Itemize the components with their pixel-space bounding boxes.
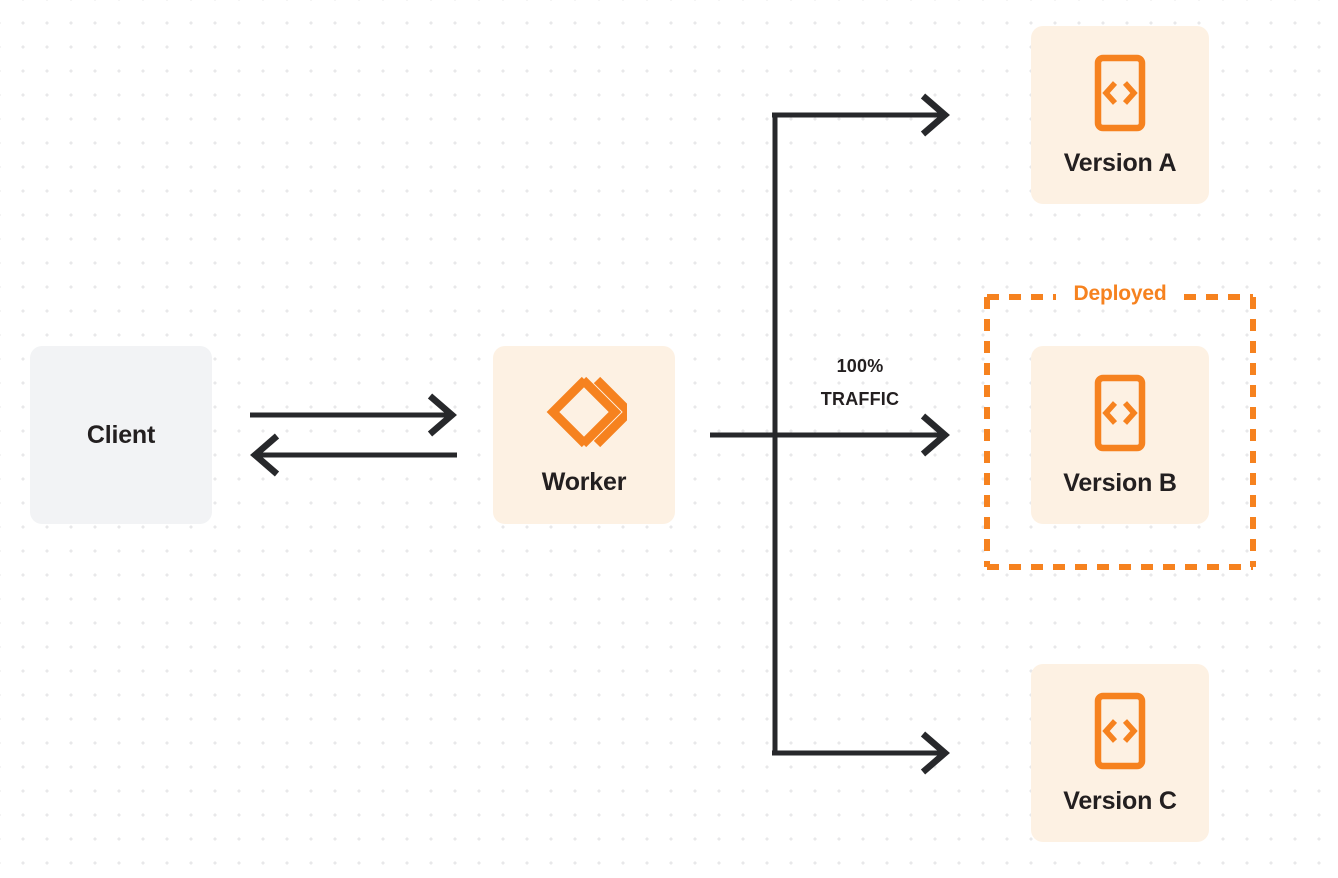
traffic-word: TRAFFIC [820, 389, 900, 410]
node-client[interactable]: Client [30, 346, 212, 524]
code-document-icon [1089, 53, 1151, 133]
edge-client-to-worker [250, 393, 457, 437]
worker-label: Worker [541, 467, 627, 496]
code-document-icon [1089, 691, 1151, 771]
client-label: Client [86, 420, 156, 449]
version-a-label: Version A [1063, 148, 1177, 177]
version-b-label: Version B [1063, 468, 1177, 497]
edge-worker-to-client [250, 433, 457, 477]
node-version-a[interactable]: Version A [1031, 26, 1209, 204]
node-version-c[interactable]: Version C [1031, 664, 1209, 842]
edge-worker-to-versions-trunk [710, 413, 950, 457]
node-version-b[interactable]: Version B [1031, 346, 1209, 524]
edge-trunk-to-version-a [772, 93, 950, 137]
version-c-label: Version C [1063, 786, 1177, 815]
traffic-percent: 100% [836, 356, 884, 376]
node-worker[interactable]: Worker [493, 346, 675, 524]
cloudflare-workers-logo-icon [541, 374, 627, 450]
code-document-icon [1089, 373, 1151, 453]
edge-trunk-to-version-c [772, 731, 950, 775]
traffic-label: 100% TRAFFIC [775, 350, 945, 417]
